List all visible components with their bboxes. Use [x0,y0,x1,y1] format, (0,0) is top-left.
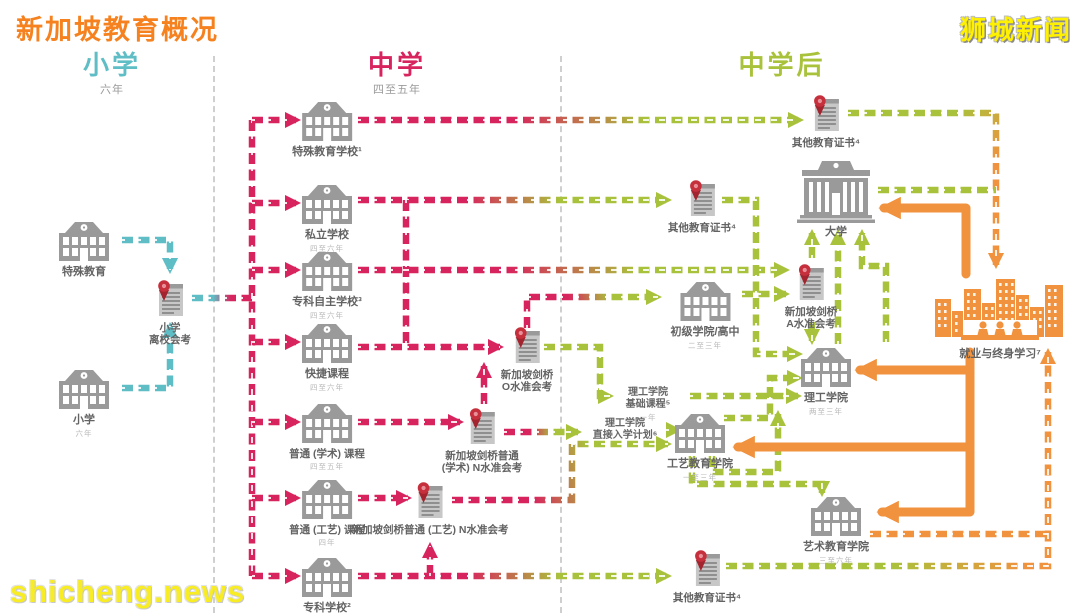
stage-header-postsecondary: 中学后 [738,50,826,81]
edge-o-level-to-poly-foundation [544,343,615,405]
edge-employment-to-poly [854,347,975,382]
stage-header-primary: 小学 六年 [82,50,142,97]
edge-nt-level-to-ite [452,435,673,504]
stage-divider [560,56,562,613]
stage-divider [213,56,215,613]
stage-duration: 六年 [99,84,124,97]
edge-ite-to-arts [688,456,831,498]
edge-other-cert-mid-to-poly [722,196,804,363]
edge-employment-to-arts [876,442,975,524]
edge-other-cert-top-to-employment [848,109,1005,270]
edge-primary-to-psle [122,321,179,392]
watermark-shicheng-logo: 狮城新闻 [959,15,1072,45]
stage-label: 小学 [82,50,142,80]
edge-o-level-to-jc [523,288,663,328]
watermark-shicheng-url: shicheng.news [10,574,246,609]
stage-label: 中学 [367,50,427,80]
stage-header-secondary: 中学 四至五年 [367,50,427,97]
stage-label: 中学后 [738,50,826,80]
edge-poly-to-university [853,228,890,342]
page-title: 新加坡教育概况 [16,15,219,45]
edge-sped-primary-to-psle [122,236,179,275]
edge-ite-to-poly [724,369,804,422]
edge-employment-to-university [878,196,971,279]
edge-other-cert-bottom-to-employment [726,347,1057,570]
stage-duration: 四至五年 [372,84,421,97]
